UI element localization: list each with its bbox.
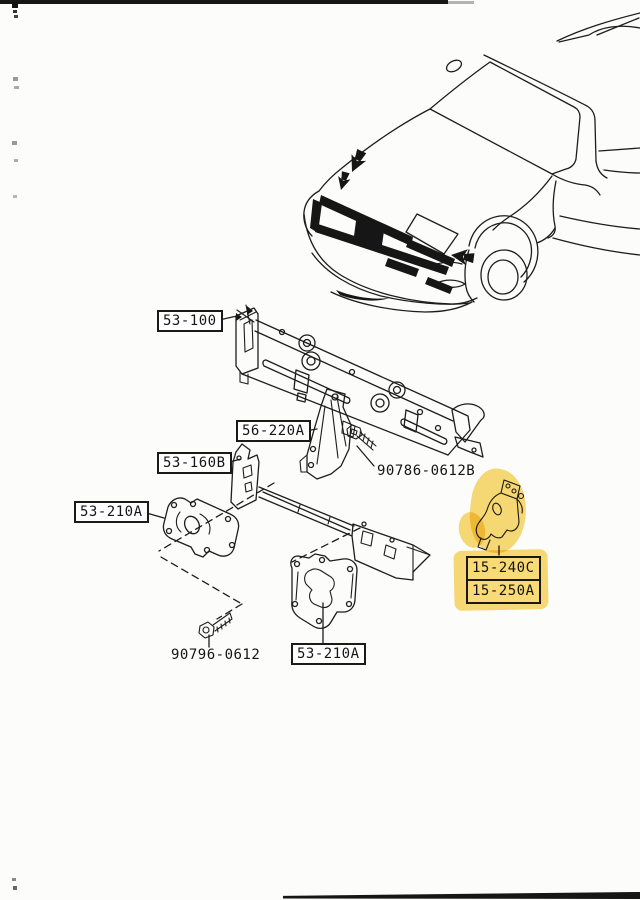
locator-arrow-icon (451, 249, 475, 266)
part-label-53-210A-bottom: 53-210A (291, 643, 366, 665)
part-label-highlighted-group: 15-240C 15-250A (466, 556, 541, 604)
part-label-53-100: 53-100 (157, 310, 223, 332)
part-label-15-250A: 15-250A (472, 583, 535, 599)
scan-speck (12, 2, 18, 8)
scan-speck (12, 141, 17, 145)
crossmember-drawing (230, 443, 431, 581)
part-number-90786-0612B: 90786-0612B (377, 463, 476, 479)
bolt-lower-drawing (198, 612, 233, 639)
scan-edge-bottom (283, 892, 640, 899)
side-bracket-left-drawing (162, 497, 240, 558)
car-illustration (303, 12, 640, 313)
highlighted-bracket-drawing (475, 479, 525, 551)
scan-speck (12, 878, 16, 881)
scan-speck (13, 10, 17, 13)
scan-speck (13, 886, 17, 890)
locator-arrow-icon (338, 171, 351, 190)
bolt-upper-drawing (346, 424, 377, 451)
leader-lines (142, 315, 500, 648)
part-label-56-220A: 56-220A (236, 420, 311, 442)
scan-edge-top (0, 0, 448, 4)
shroud-panel-drawing (235, 304, 485, 458)
car-highlight-structure (310, 149, 475, 301)
part-label-53-210A-left: 53-210A (74, 501, 149, 523)
part-number-90796-0612: 90796-0612 (171, 647, 261, 663)
part-label-15-240C: 15-240C (468, 558, 539, 581)
scan-speck (13, 77, 18, 81)
side-bracket-bottom-drawing (290, 553, 358, 629)
locator-arrow-icon (351, 149, 367, 172)
scan-speck (14, 159, 18, 162)
assembly-dashed-lines (158, 482, 361, 620)
scan-speck (13, 195, 17, 198)
scan-speck (14, 86, 19, 89)
scan-speck (14, 15, 18, 18)
scan-edge-top-fade (448, 1, 474, 4)
part-label-53-160B: 53-160B (157, 452, 232, 474)
